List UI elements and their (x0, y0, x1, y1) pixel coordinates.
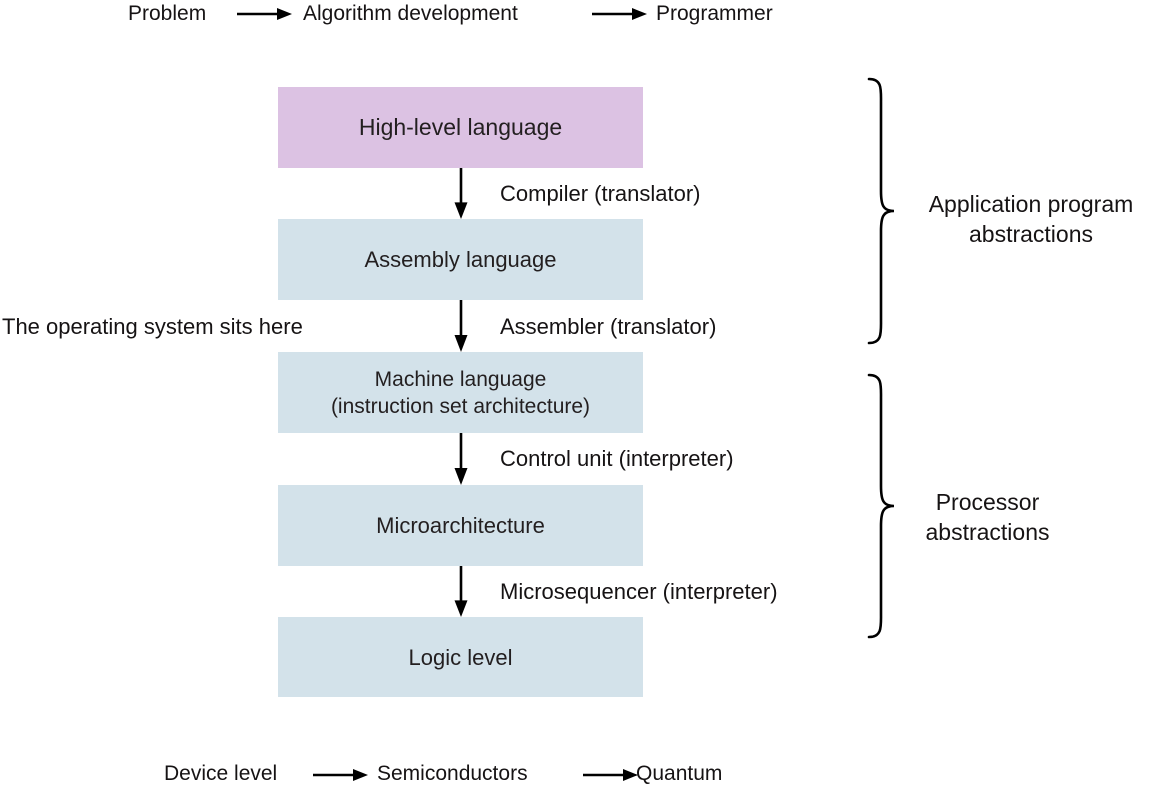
right-arrow-icon (592, 8, 647, 20)
bottom-flow-quantum: Quantum (636, 762, 723, 785)
level-box-label: Assembly language (364, 247, 557, 272)
level-box-label: Logic level (408, 644, 513, 670)
brace-label-line2: abstractions (925, 519, 1050, 545)
transition-label-compiler: Compiler (translator) (500, 181, 701, 206)
curly-brace-icon (867, 373, 895, 639)
bottom-flow-semiconductors: Semiconductors (377, 762, 528, 785)
brace-label-line2: abstractions (968, 221, 1093, 247)
down-arrow-icon (454, 433, 468, 485)
transition-label-control-unit: Control unit (interpreter) (500, 446, 734, 471)
top-flow-algorithm-development: Algorithm development (303, 2, 518, 25)
down-arrow-icon (454, 168, 468, 219)
brace-label-line1: Application program (928, 191, 1134, 217)
level-box-microarchitecture: Microarchitecture (278, 485, 643, 566)
level-box-assembly-language: Assembly language (278, 219, 643, 300)
level-box-label: Microarchitecture (376, 513, 545, 538)
level-box-label: High-level language (358, 114, 563, 140)
curly-brace-icon (867, 77, 895, 345)
brace-label-line1: Processor (935, 489, 1040, 515)
level-box-high-level-language: High-level language (278, 87, 643, 168)
level-box-machine-language: Machine language (instruction set archit… (278, 352, 643, 433)
right-arrow-icon (583, 769, 638, 781)
bottom-flow-device-level: Device level (164, 762, 278, 785)
level-box-label: Machine language (374, 367, 547, 391)
right-arrow-icon (237, 8, 292, 20)
brace-label-processor-abstractions: Processor abstractions (905, 487, 1070, 547)
down-arrow-icon (454, 566, 468, 617)
level-box-logic-level: Logic level (278, 617, 643, 697)
top-flow-problem: Problem (128, 2, 207, 25)
operating-system-note: The operating system sits here (2, 314, 303, 339)
top-flow-programmer: Programmer (656, 2, 773, 25)
transition-label-microsequencer: Microsequencer (interpreter) (500, 579, 778, 604)
down-arrow-icon (454, 300, 468, 352)
brace-label-application-program-abstractions: Application program abstractions (905, 189, 1154, 249)
transition-label-assembler: Assembler (translator) (500, 314, 717, 339)
level-box-sublabel: (instruction set architecture) (330, 394, 591, 418)
right-arrow-icon (313, 769, 368, 781)
